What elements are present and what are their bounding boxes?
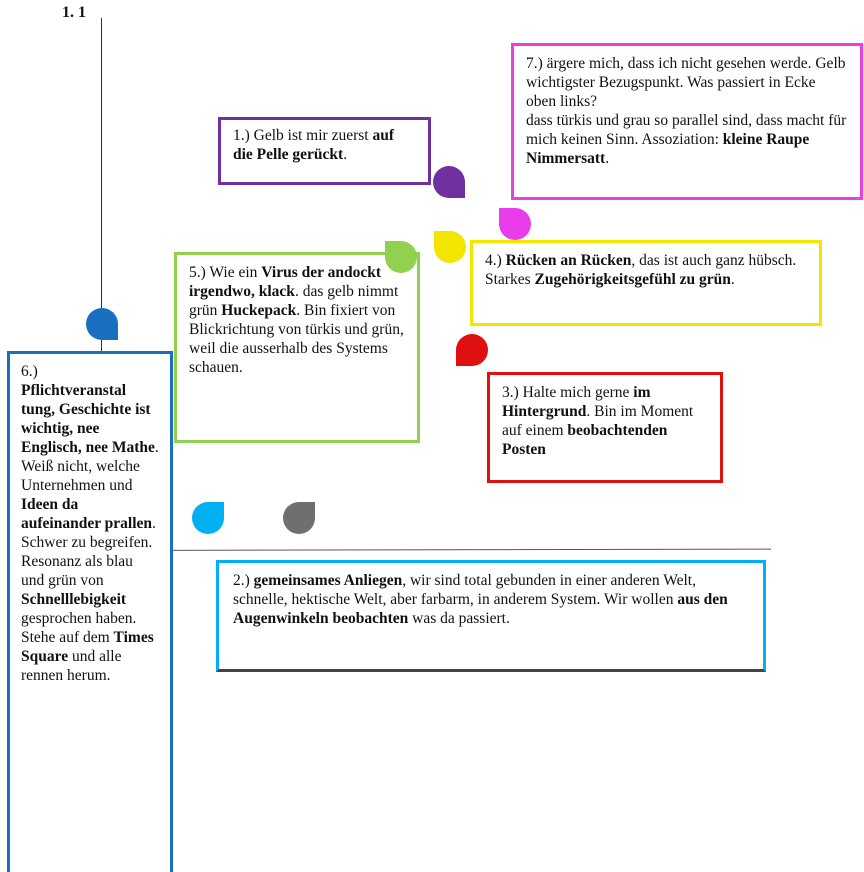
statement-box-1: 1.) Gelb ist mir zuerst auf die Pelle ge… bbox=[218, 117, 431, 185]
statement-6-text-5: und alle rennen herum. bbox=[21, 648, 122, 684]
statement-box-2: 2.) gemeinsames Anliegen, wir sind total… bbox=[216, 560, 766, 672]
statement-6-text: 6.) bbox=[21, 363, 38, 380]
statement-1-bold: auf die Pelle gerückt bbox=[233, 127, 395, 163]
statement-2-text-2: , wir sind total gebunden in einer ander… bbox=[233, 572, 696, 608]
statement-4-bold-2: Zugehörigkeitsgefühl zu grün bbox=[534, 271, 731, 288]
statement-3-text: 3.) Halte mich gerne bbox=[502, 384, 634, 401]
statement-6-bold: Pflichtveranstal tung, Geschichte ist wi… bbox=[21, 382, 155, 456]
statement-7-bold: kleine Raupe Nimmersatt bbox=[526, 131, 810, 167]
statement-3-text-2: . Bin im Moment auf einem bbox=[502, 403, 694, 439]
statement-5-bold-2: Huckepack bbox=[221, 302, 297, 319]
statement-7-end: . bbox=[605, 150, 610, 167]
statement-3-bold-2: beobachtenden Posten bbox=[502, 422, 668, 458]
statement-box-7: 7.) ärgere mich, dass ich nicht gesehen … bbox=[511, 43, 863, 200]
statement-6-text-3: . Schwer zu begreifen. Resonanz als blau… bbox=[21, 515, 156, 589]
statement-2-bold-2: aus den Augenwinkeln beobachten bbox=[233, 591, 728, 627]
statement-6-bold-4: Times Square bbox=[21, 629, 154, 665]
page-title: 1. 1 bbox=[62, 4, 86, 21]
turquoise-figure-marker bbox=[192, 502, 224, 534]
gray-figure-marker bbox=[283, 502, 315, 534]
statement-2-bold: gemeinsames Anliegen bbox=[253, 572, 403, 589]
statement-7-text: 7.) ärgere mich, dass ich nicht gesehen … bbox=[526, 55, 846, 110]
statement-6-text-2: . Weiß nicht, welche Unternehmen und bbox=[21, 439, 159, 494]
green-figure-marker bbox=[385, 241, 417, 273]
statement-box-5: 5.) Wie ein Virus der andockt irgendwo, … bbox=[174, 252, 420, 443]
purple-figure-marker bbox=[433, 166, 465, 198]
statement-5-bold: Virus der andockt irgendwo, klack bbox=[189, 264, 381, 300]
statement-6-bold-3: Schnelllebigkeit bbox=[21, 591, 127, 608]
statement-4-text: , das ist auch ganz hübsch. Starkes bbox=[485, 252, 797, 288]
statement-box-4: 4.) Rücken an Rücken, das ist auch ganz … bbox=[470, 240, 822, 326]
statement-2-text-3: was da passiert. bbox=[408, 610, 510, 627]
magenta-figure-marker bbox=[499, 208, 531, 240]
statement-1-end: . bbox=[343, 146, 348, 163]
statement-5-text: 5.) Wie ein bbox=[189, 264, 262, 281]
statement-5-text-2: . das gelb nimmt grün bbox=[189, 283, 399, 319]
statement-4-bold: Rücken an Rücken bbox=[505, 252, 632, 269]
statement-3-bold: im Hintergrund bbox=[502, 384, 651, 420]
red-figure-marker bbox=[456, 334, 488, 366]
statement-7-text-2: dass türkis und grau so parallel sind, d… bbox=[526, 112, 847, 148]
statement-1-text: 1.) Gelb ist mir zuerst bbox=[233, 127, 373, 144]
statement-6-text-4: gesprochen haben. Stehe auf dem bbox=[21, 610, 137, 646]
blue-figure-marker bbox=[86, 308, 118, 340]
statement-box-3: 3.) Halte mich gerne im Hintergrund. Bin… bbox=[487, 372, 723, 483]
statement-4-end: . bbox=[730, 271, 735, 288]
vertical-axis bbox=[101, 18, 102, 552]
yellow-figure-marker bbox=[434, 231, 466, 263]
horizontal-axis bbox=[101, 548, 772, 551]
statement-2-text: 2.) bbox=[233, 572, 254, 589]
statement-6-bold-2: Ideen da aufeinander prallen bbox=[21, 496, 153, 532]
statement-box-6: 6.) Pflichtveranstal tung, Geschichte ist… bbox=[7, 351, 173, 872]
statement-5-text-3: . Bin fixiert von Blickrichtung von türk… bbox=[189, 302, 404, 376]
